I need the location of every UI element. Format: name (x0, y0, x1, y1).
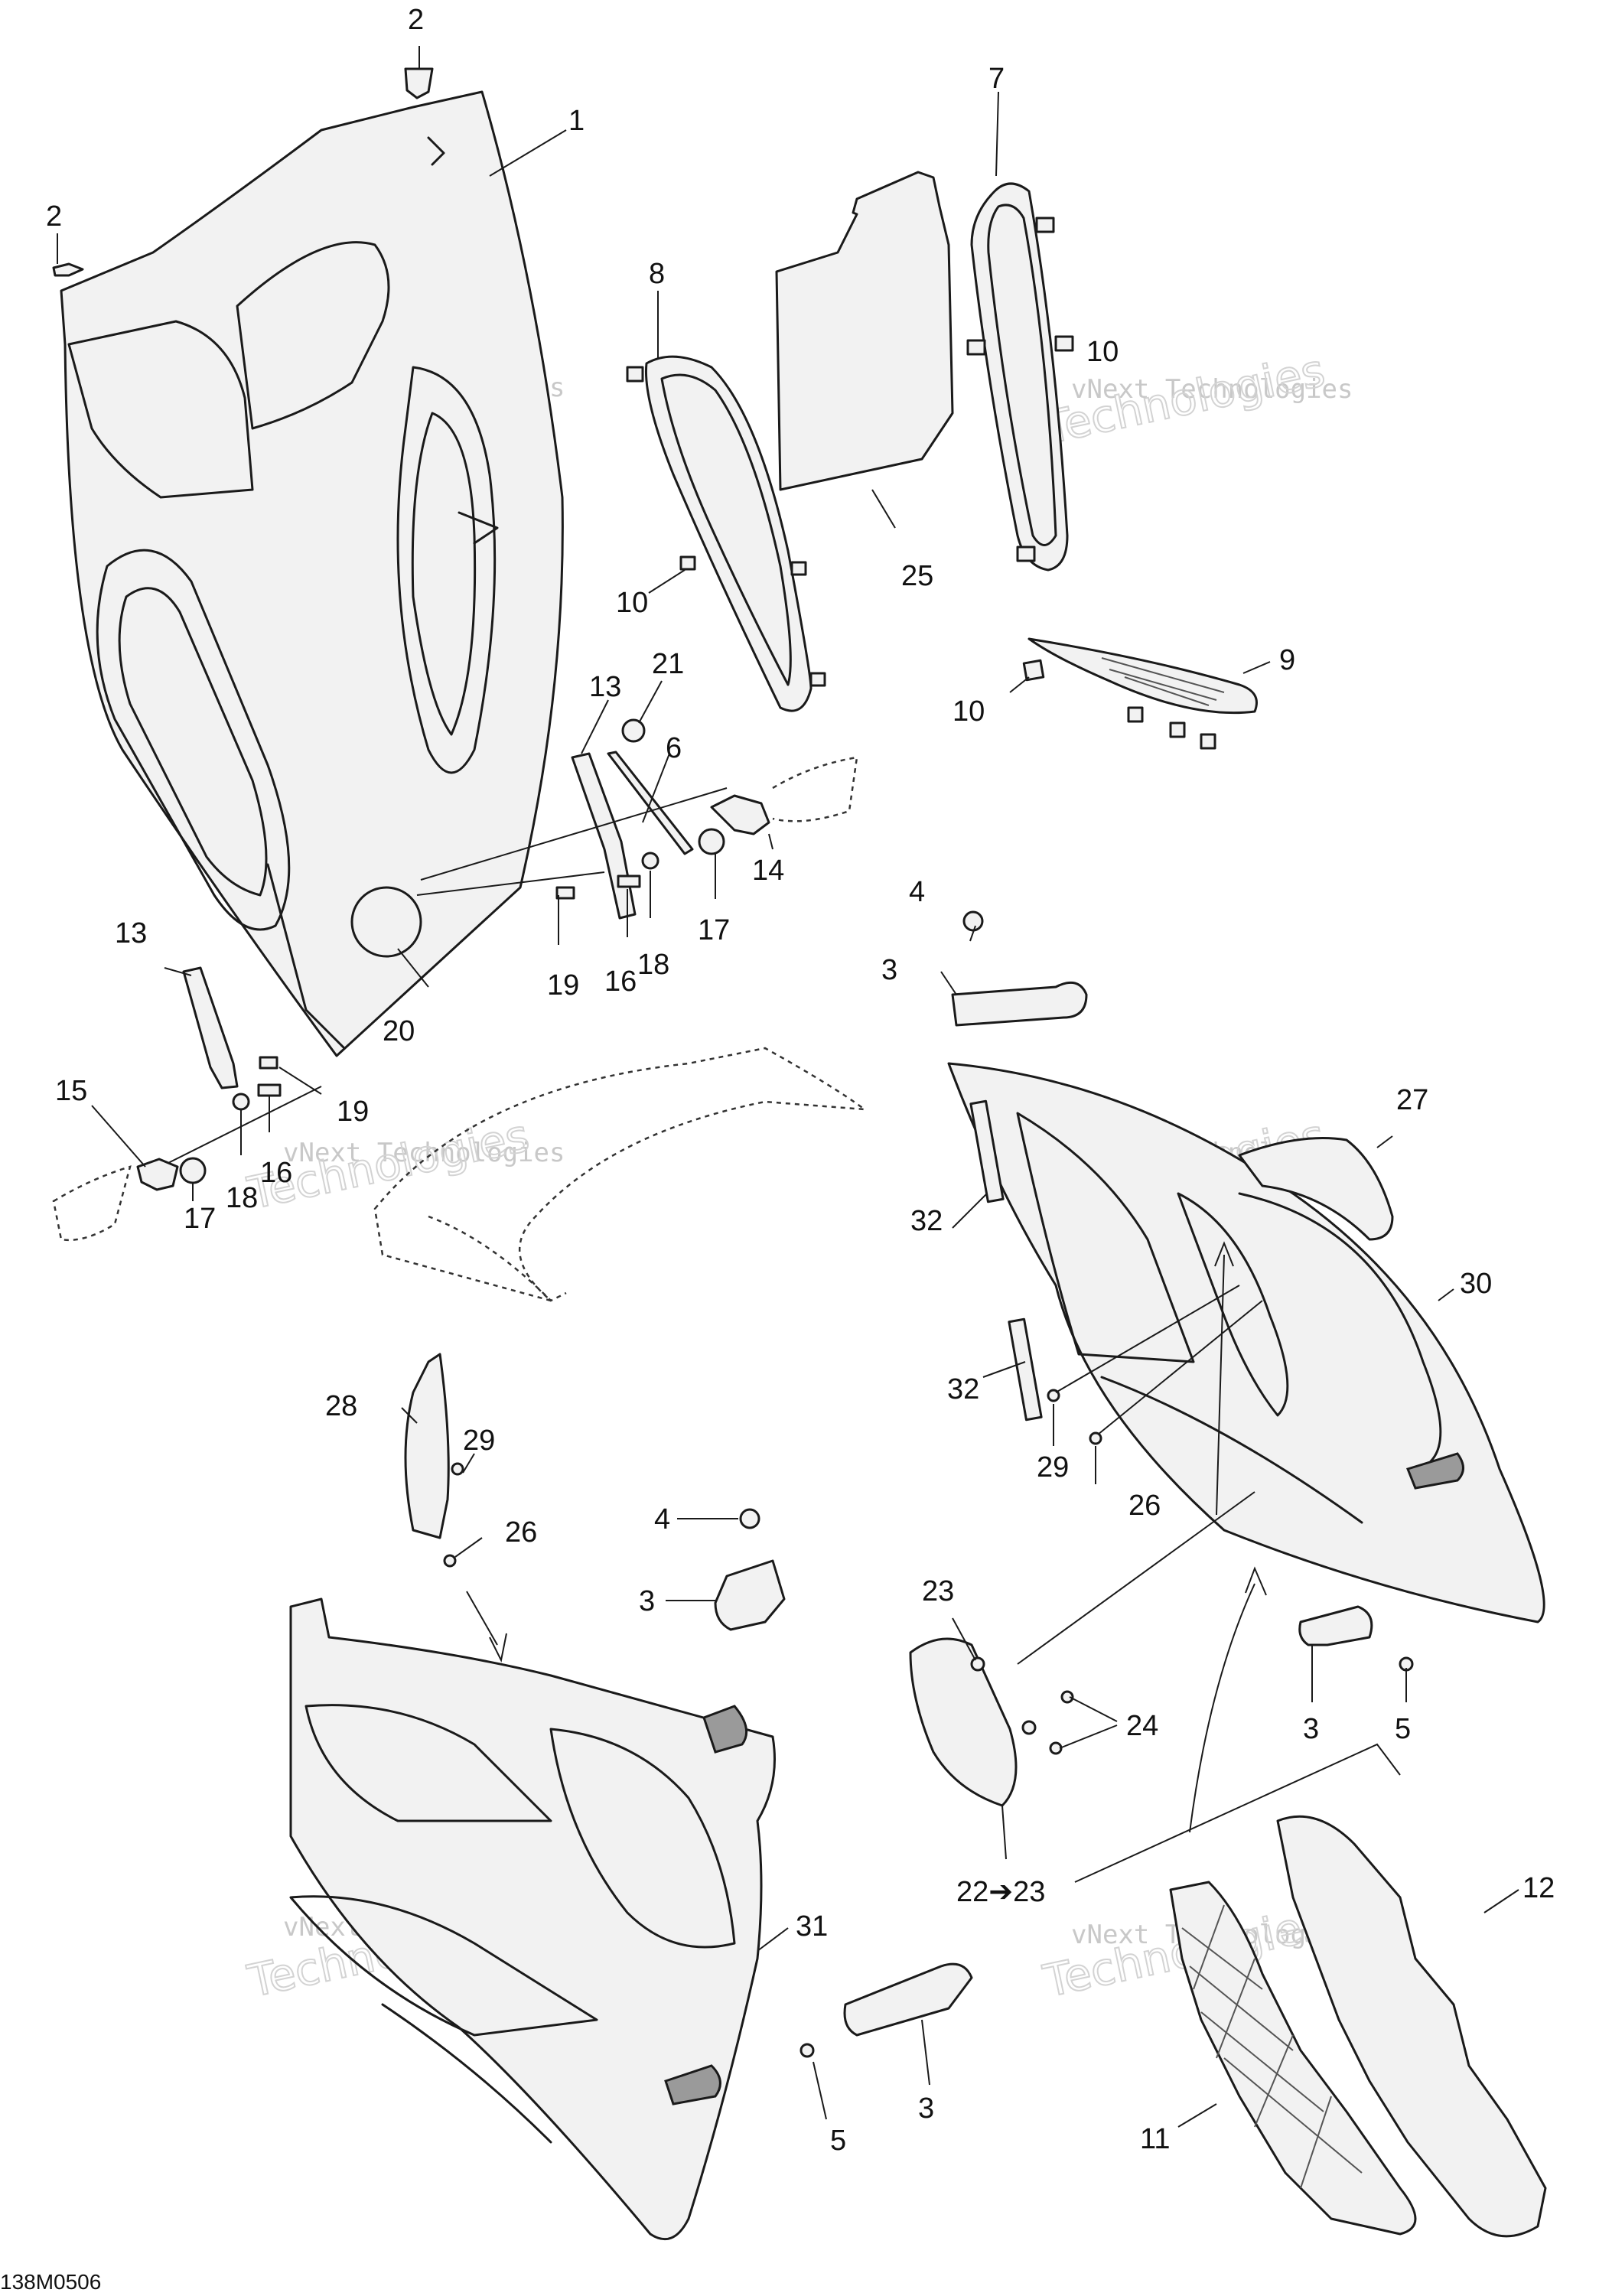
part-32-strip (969, 1099, 1043, 1422)
part-3-handle-upper (951, 910, 1088, 1027)
hardware-upper (416, 718, 858, 920)
callout-20: 20 (383, 1015, 415, 1047)
callout-15: 15 (55, 1075, 87, 1107)
part-28-trim (404, 1353, 464, 1568)
callout-29: 29 (1037, 1451, 1069, 1483)
callout-25: 25 (901, 560, 933, 592)
callout-18: 18 (637, 949, 669, 981)
callout-2: 2 (408, 4, 424, 36)
diagram-code: 138M0506 (0, 2270, 101, 2294)
callout-28: 28 (325, 1390, 357, 1422)
callout-3: 3 (1303, 1713, 1319, 1745)
watermark-text: vNext Technologies (1071, 374, 1353, 405)
callout-9: 9 (1279, 644, 1295, 676)
hardware-lower (52, 966, 322, 1241)
callout-26: 26 (1128, 1490, 1161, 1522)
callout-18: 18 (226, 1182, 258, 1214)
callout-16: 16 (604, 966, 637, 998)
arrow-group (466, 1241, 1401, 1883)
frame-reference-dashed (373, 1047, 868, 1302)
leader-lines (57, 46, 1519, 2128)
watermark-text: vNext Technologies (283, 1138, 565, 1168)
callout-30: 30 (1460, 1268, 1492, 1300)
callout-19: 19 (547, 969, 579, 1001)
callout-5: 5 (1395, 1713, 1411, 1745)
callout-29: 29 (463, 1425, 495, 1457)
callout-1: 1 (568, 105, 585, 137)
part-3-handle-lower (800, 1962, 973, 2058)
callout-14: 14 (752, 855, 784, 887)
part-25-decal (775, 171, 954, 491)
callout-19: 19 (337, 1096, 369, 1128)
callout-11: 11 (1140, 2123, 1170, 2155)
screw-group-right (1047, 1285, 1263, 1445)
part-27-vent (1238, 1137, 1394, 1241)
part-3-handle-mid (714, 1508, 786, 1631)
callout-27: 27 (1396, 1084, 1428, 1116)
callout-16: 16 (260, 1157, 292, 1189)
callout-24: 24 (1126, 1710, 1158, 1742)
part-3-handle-lower-right (1298, 1605, 1414, 1672)
part-23-bracket (909, 1491, 1255, 1807)
callout-10: 10 (1086, 336, 1119, 368)
callout-6: 6 (666, 732, 682, 764)
callout-32: 32 (947, 1373, 979, 1405)
callout-12: 12 (1522, 1872, 1555, 1904)
callout-8: 8 (649, 258, 665, 290)
callout-3: 3 (881, 954, 897, 986)
part-31-side-panel (289, 1597, 776, 2241)
callout-21: 21 (652, 648, 684, 680)
callout-7: 7 (988, 63, 1005, 95)
callout-23: 23 (922, 1575, 954, 1607)
callout-13: 13 (589, 671, 621, 703)
callout-3: 3 (639, 1585, 655, 1617)
part-11-mesh (1169, 1881, 1417, 2236)
callout-labels: 2 1 2 7 8 10 10 10 25 9 13 21 6 14 17 18… (46, 4, 1555, 2157)
callout-17: 17 (698, 914, 730, 946)
callout-5: 5 (830, 2125, 846, 2157)
callout-2: 2 (46, 200, 62, 233)
part-2-clip (52, 67, 434, 277)
callout-31: 31 (796, 1910, 828, 1943)
callout-17: 17 (184, 1203, 216, 1235)
part-12-foam (1276, 1815, 1547, 2238)
callout-10: 10 (616, 587, 648, 619)
part-8-trim (626, 355, 826, 712)
callout-4: 4 (654, 1503, 670, 1536)
watermark-text: Technologies (1039, 344, 1330, 454)
callout-4: 4 (909, 876, 925, 908)
callout-3: 3 (918, 2092, 934, 2125)
part-1-side-panel (60, 90, 564, 1057)
part-7-trim (966, 182, 1074, 572)
callout-10: 10 (953, 695, 985, 728)
callout-26: 26 (505, 1516, 537, 1549)
part-9-trim (1022, 637, 1258, 750)
callout-32: 32 (910, 1205, 943, 1237)
callout-13: 13 (115, 917, 147, 949)
callout-22-to-23: 22➔23 (956, 1876, 1045, 1908)
